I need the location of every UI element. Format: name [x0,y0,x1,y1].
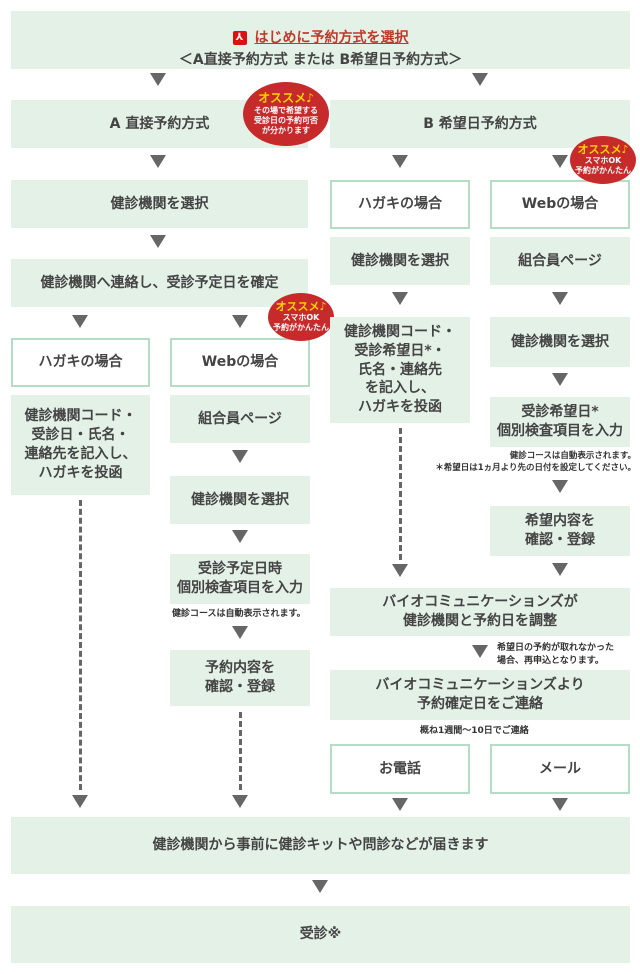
dashed-connector [79,500,82,790]
arrow [392,798,408,811]
b-web-title: Webの場合 [490,180,630,229]
arrow [232,450,248,463]
a-member-page: 組合員ページ [170,395,310,443]
arrow [232,315,248,328]
a-confirm: 予約内容を 確認・登録 [170,650,310,706]
b-retry-note: 希望日の予約が取れなかった 場合、再申込となります。 [497,643,615,666]
arrow [232,626,248,639]
b-notify: バイオコミュニケーションズより 予約確定日をご連絡 [330,670,630,720]
method-select-link[interactable]: ⅄はじめに予約方式を選択 [232,10,409,48]
header-subtitle: ＜A直接予約方式 または B希望日予約方式＞ [178,52,463,69]
a-web-title: Webの場合 [170,338,310,387]
dashed-connector [399,428,402,560]
arrow [472,645,488,658]
arrow [552,373,568,386]
b-postcard-select-clinic: 健診機関を選択 [330,237,470,285]
recommend-bubble: オススメ♪ スマホOK 予約がかんたん [268,293,334,341]
a-web-select-clinic: 健診機関を選択 [170,476,310,524]
recommend-bubble: オススメ♪ スマホOK 予約がかんたん [570,136,636,184]
recommend-text: その場で希望する 受診日の予約可否 が分かります [254,105,318,135]
arrow [72,795,88,808]
arrow [72,315,88,328]
arrow [392,564,408,577]
recommend-text: スマホOK 予約がかんたん [575,156,631,176]
arrow [552,480,568,493]
pdf-icon: ⅄ [232,30,247,45]
method-b-title: B 希望日予約方式 [330,100,630,148]
arrow [232,795,248,808]
final-exam: 受診※ [11,906,630,963]
b-web-select-clinic: 健診機関を選択 [490,317,630,367]
b-postcard-title: ハガキの場合 [330,180,470,229]
a-postcard-body: 健診機関コード・ 受診日・氏名・ 連絡先を記入し、 ハガキを投函 [11,395,150,495]
arrow [552,563,568,576]
a-input-date: 受診予定日時 個別検査項目を入力 [170,554,310,604]
b-course-note: 健診コースは自動表示されます。 ＊希望日は1ヵ月より先の日付を設定してください。 [435,451,636,473]
arrow [552,155,568,168]
header-box: ⅄はじめに予約方式を選択 ＜A直接予約方式 または B希望日予約方式＞ [11,11,630,69]
arrow [552,292,568,305]
b-input-date: 受診希望日* 個別検査項目を入力 [490,397,630,447]
kit-delivery: 健診機関から事前に健診キットや問診などが届きます [11,817,630,874]
arrow [150,73,166,86]
arrow [232,530,248,543]
arrow [392,292,408,305]
arrow [150,235,166,248]
arrow [552,798,568,811]
b-phone: お電話 [330,744,470,794]
b-adjust: バイオコミュニケーションズが 健診機関と予約日を調整 [330,588,630,636]
b-postcard-body: 健診機関コード・ 受診希望日*・ 氏名・連絡先 を記入し、 ハガキを投函 [330,317,470,423]
a-postcard-title: ハガキの場合 [11,338,150,387]
a-course-note: 健診コースは自動表示されます。 [172,609,306,619]
a-select-clinic: 健診機関を選択 [11,180,308,228]
a-contact-clinic: 健診機関へ連絡し、受診予定日を確定 [11,259,308,307]
recommend-bubble: オススメ♪ その場で希望する 受診日の予約可否 が分かります [243,82,329,146]
recommend-title: オススメ♪ [258,91,314,106]
b-notify-note: 概ね1週間～10日でご連絡 [420,726,529,736]
arrow [150,155,166,168]
dashed-connector [239,712,242,790]
b-confirm: 希望内容を 確認・登録 [490,506,630,556]
arrow [312,880,328,893]
recommend-title: オススメ♪ [275,299,327,313]
recommend-title: オススメ♪ [577,142,629,156]
recommend-text: スマホOK 予約がかんたん [273,313,329,333]
b-mail: メール [490,744,630,794]
b-member-page: 組合員ページ [490,237,630,285]
arrow [392,155,408,168]
arrow [472,73,488,86]
